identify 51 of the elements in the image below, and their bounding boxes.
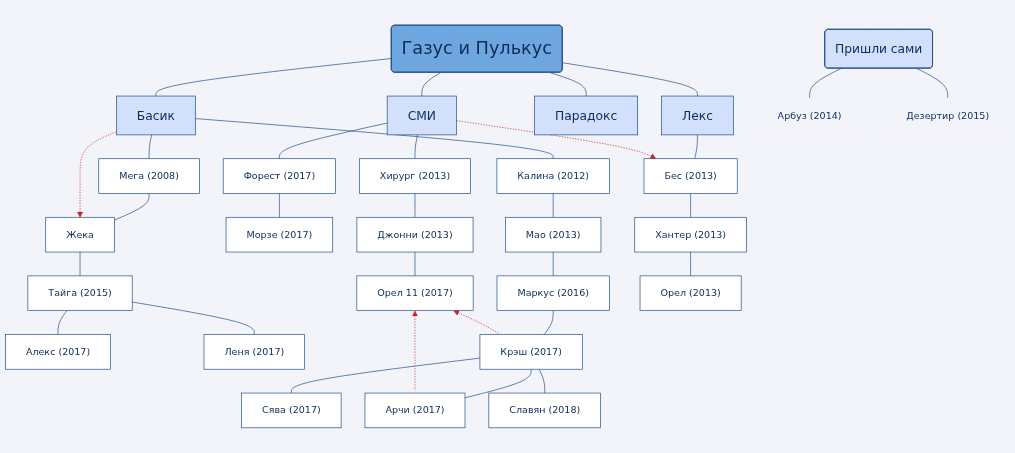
node-box: Хирург (2013) (359, 158, 471, 194)
connector (414, 251, 416, 277)
node-box: Орел (2013) (639, 275, 742, 311)
node-box: СМИ (386, 95, 457, 136)
node-box: Маркус (2016) (496, 275, 610, 311)
node-box: Лекс (661, 95, 734, 136)
connector (543, 310, 554, 335)
node-text: Арбуз (2014) (777, 109, 842, 121)
node-box: Арчи (2017) (364, 392, 466, 429)
connector (279, 193, 280, 218)
connector (464, 368, 532, 399)
connector (57, 310, 68, 335)
node-box: Алекс (2017) (5, 334, 111, 370)
connector (552, 193, 554, 218)
connector (538, 368, 546, 394)
node-box: Калина (2012) (496, 158, 610, 194)
connector (195, 118, 554, 160)
connector (114, 193, 150, 221)
connector (414, 134, 418, 160)
connector (131, 301, 255, 335)
node-box: Мега (2008) (98, 158, 200, 194)
node-box: Форест (2017) (222, 158, 336, 194)
node-box: Сява (2017) (241, 392, 342, 429)
node-box: Жека (45, 216, 115, 253)
node-box: Хантер (2013) (634, 216, 747, 253)
node-text: Дезертир (2015) (906, 109, 990, 121)
connector (421, 72, 441, 97)
connector (414, 193, 416, 218)
connector (694, 134, 698, 160)
node-box: Орел 11 (2017) (356, 275, 474, 311)
connector (291, 357, 481, 394)
connector (562, 62, 698, 97)
connector (690, 193, 691, 218)
connector (690, 251, 691, 277)
node-box: Крэш (2017) (479, 334, 583, 370)
connector (279, 122, 388, 160)
node-box: Леня (2017) (203, 334, 305, 370)
connector (916, 68, 948, 99)
connector (79, 251, 81, 277)
node-box: Джонни (2013) (356, 216, 474, 253)
node-box: Басик (116, 95, 196, 136)
node-box: Морзе (2017) (225, 216, 334, 253)
node-box: Бес (2013) (643, 158, 738, 194)
connector (155, 58, 392, 97)
node-box: Мао (2013) (505, 216, 602, 253)
node-box: Тайга (2015) (27, 275, 133, 311)
node-box: Славян (2018) (488, 392, 601, 429)
node-box: Парадокс (534, 95, 639, 136)
connector (148, 134, 152, 160)
connector (809, 68, 842, 99)
connector (552, 251, 554, 277)
